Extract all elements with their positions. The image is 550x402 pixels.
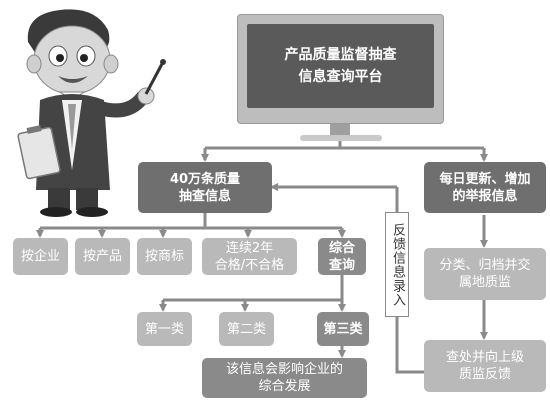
feedback-entry-label: 反馈信息录入 xyxy=(385,212,409,317)
cartoon-presenter-illustration xyxy=(17,9,166,217)
monitor-neck xyxy=(330,124,350,136)
investigate-box: 查处并向上级 质监反馈 xyxy=(424,340,546,392)
main-info-box: 40万条质量 抽查信息 xyxy=(138,162,272,213)
monitor-base xyxy=(300,135,382,141)
monitor-branch-line xyxy=(205,141,484,150)
impact-box: 该信息会影响企业的 综合发展 xyxy=(202,358,367,398)
query-by-brand-box: 按商标 xyxy=(137,238,192,275)
combined-query-box: 综合 查询 xyxy=(318,238,366,275)
main-branch-line xyxy=(40,213,342,230)
category-1-box: 第一类 xyxy=(137,312,192,346)
query-by-company-box: 按企业 xyxy=(13,238,68,275)
platform-title: 产品质量监督抽查 信息查询平台 xyxy=(247,24,434,108)
category-3-box: 第三类 xyxy=(317,312,369,346)
combined-branch-line xyxy=(163,275,344,302)
daily-report-box: 每日更新、增加 的举报信息 xyxy=(424,162,546,213)
classify-box: 分类、归档并交 属地质监 xyxy=(424,248,546,300)
consecutive-years-box: 连续2年 合格/不合格 xyxy=(202,238,297,275)
query-by-product-box: 按产品 xyxy=(75,238,130,275)
category-2-box: 第二类 xyxy=(219,312,274,346)
